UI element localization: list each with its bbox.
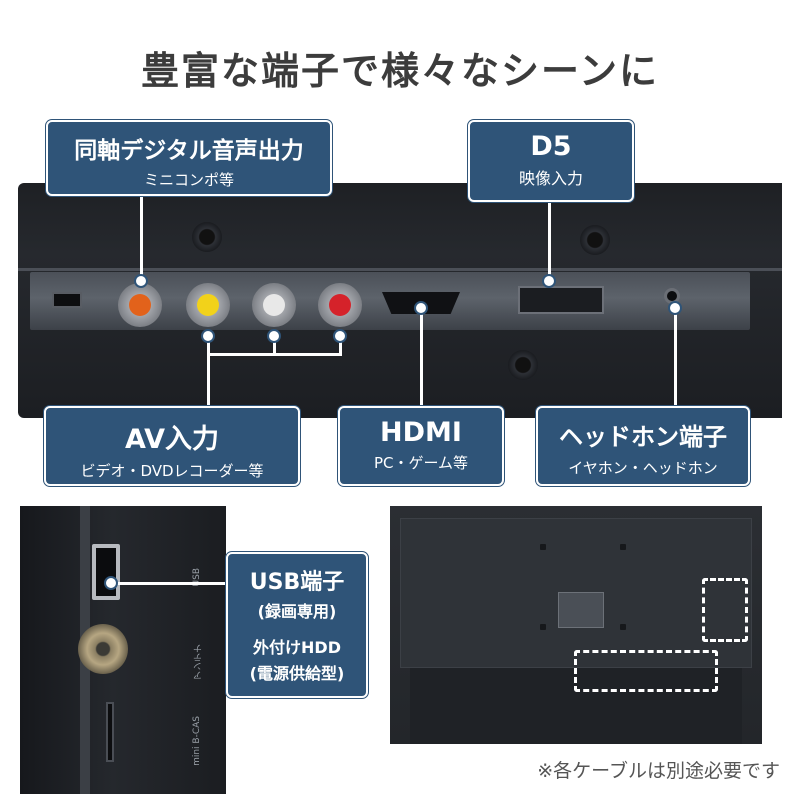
- connector-line: [339, 336, 342, 354]
- screw-icon: [580, 225, 610, 255]
- bcas-panel-label: mini B-CAS: [192, 716, 202, 766]
- usb-area-highlight: [702, 578, 748, 642]
- callout-d5: D5 映像入力: [468, 120, 634, 202]
- pointer-dot: [267, 329, 281, 343]
- callout-av-input: AV入力 ビデオ・DVDレコーダー等: [44, 406, 300, 486]
- callout-hdmi-title: HDMI: [380, 417, 462, 448]
- connector-line: [140, 194, 143, 280]
- connector-line: [207, 353, 342, 356]
- port-area-highlight: [574, 650, 718, 692]
- callout-usb-line4: (電源供給型): [249, 664, 345, 683]
- pointer-dot: [542, 274, 556, 288]
- vent-hole: [540, 624, 546, 630]
- rca-white-center: [263, 294, 285, 316]
- connector-line: [674, 308, 677, 416]
- rca-coaxial-port: [118, 283, 162, 327]
- callout-optical-audio: 同軸デジタル音声出力 ミニコンポ等: [46, 120, 332, 196]
- callout-hdmi-sub: PC・ゲーム等: [373, 454, 469, 472]
- rca-yellow-center: [197, 294, 219, 316]
- vent-hole: [620, 544, 626, 550]
- optical-port-icon: [52, 292, 82, 308]
- connector-line: [420, 308, 423, 416]
- rca-orange-center: [129, 294, 151, 316]
- screw-icon: [192, 222, 222, 252]
- d5-port-icon: [518, 286, 604, 314]
- callout-d5-sub: 映像入力: [518, 169, 583, 188]
- callout-optical-sub: ミニコンポ等: [143, 171, 234, 189]
- pointer-dot: [201, 329, 215, 343]
- rca-video-port: [186, 283, 230, 327]
- callout-usb-line2: (録画専用): [257, 602, 337, 621]
- callout-hdmi: HDMI PC・ゲーム等: [338, 406, 504, 486]
- pointer-dot: [104, 576, 118, 590]
- rating-label-sticker: [558, 592, 604, 628]
- callout-headphone: ヘッドホン端子 イヤホン・ヘッドホン: [536, 406, 750, 486]
- usb-port-icon: [92, 544, 120, 600]
- antenna-connector-icon: [78, 624, 128, 674]
- callout-headphone-sub: イヤホン・ヘッドホン: [568, 459, 718, 477]
- callout-d5-title: D5: [530, 131, 572, 162]
- antenna-panel-label: アンテナ: [194, 644, 204, 680]
- screw-icon: [508, 350, 538, 380]
- pointer-dot: [414, 301, 428, 315]
- tv-back-photo: [390, 506, 762, 744]
- callout-av-sub: ビデオ・DVDレコーダー等: [80, 462, 264, 480]
- rca-red-center: [329, 294, 351, 316]
- callout-av-title: AV入力: [125, 424, 219, 455]
- callout-usb-line1: USB端子: [249, 570, 345, 595]
- connector-line: [273, 336, 276, 354]
- callout-usb: USB端子 (録画専用) 外付けHDD (電源供給型): [226, 552, 368, 698]
- vent-hole: [620, 624, 626, 630]
- connector-line: [548, 200, 551, 280]
- connector-line: [207, 336, 210, 416]
- page-headline: 豊富な端子で様々なシーンに: [140, 49, 660, 93]
- callout-headphone-title: ヘッドホン端子: [559, 423, 727, 451]
- rca-audio-left-port: [252, 283, 296, 327]
- vent-hole: [540, 544, 546, 550]
- panel-edge: [18, 268, 782, 271]
- card-slot-icon: [106, 702, 114, 762]
- usb-side-panel-photo: USB アンテナ mini B-CAS: [20, 506, 226, 794]
- callout-optical-title: 同軸デジタル音声出力: [74, 138, 304, 164]
- pointer-dot: [134, 274, 148, 288]
- callout-usb-line3: 外付けHDD: [253, 638, 341, 657]
- pointer-dot: [668, 301, 682, 315]
- cable-footnote: ※各ケーブルは別途必要です: [537, 760, 780, 782]
- rca-audio-right-port: [318, 283, 362, 327]
- connector-line: [110, 582, 234, 585]
- pointer-dot: [333, 329, 347, 343]
